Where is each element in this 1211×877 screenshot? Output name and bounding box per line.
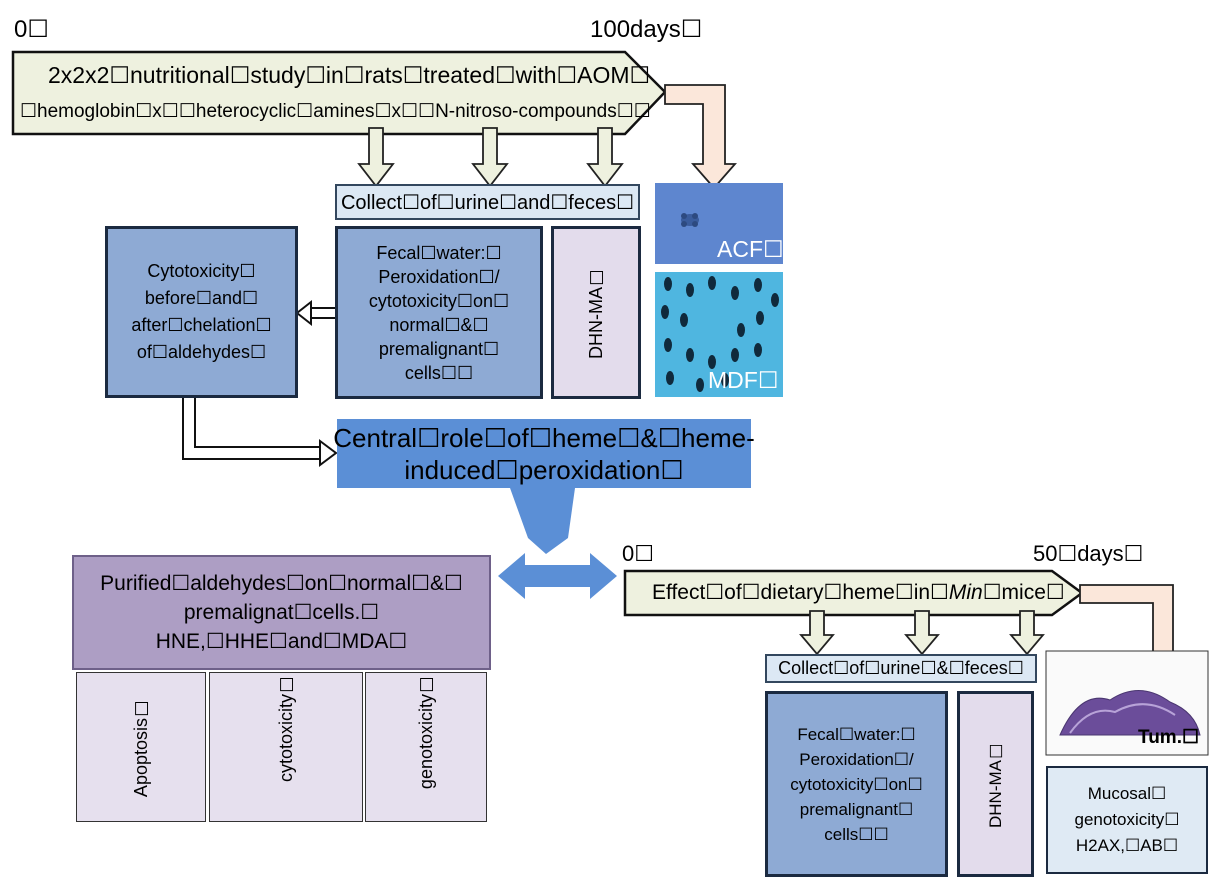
min-study-title: Effect☐of☐dietary☐heme☐in☐Min☐mice☐ bbox=[652, 580, 1065, 605]
min-collect-urine-feces: Collect☐of☐urine☐&☐feces☐ bbox=[765, 654, 1037, 683]
mdf-label: MDF☐ bbox=[708, 367, 779, 393]
min-study-title-pre: Effect☐of☐dietary☐heme☐in☐ bbox=[652, 581, 949, 604]
double-headed-arrow bbox=[498, 553, 617, 599]
cytotoxicity-chelation-box: Cytotoxicity☐ before☐and☐ after☐chelatio… bbox=[105, 226, 298, 398]
min-collect-label: Collect☐of☐urine☐&☐feces☐ bbox=[778, 658, 1024, 678]
purified-aldehydes-box: Purified☐aldehydes☐on☐normal☐&☐ premalig… bbox=[72, 555, 491, 670]
rat-study-end-label: 100days☐ bbox=[590, 16, 703, 43]
down-arrows-top bbox=[357, 127, 624, 188]
left-double-arrow bbox=[295, 299, 338, 327]
assay-apoptosis-box: Apoptosis☐ bbox=[76, 672, 206, 822]
central-role-text: Central☐role☐of☐heme☐&☐heme- induced☐per… bbox=[333, 422, 755, 485]
mucosal-genotoxicity-box: Mucosal☐ genotoxicity☐ H2AX,☐AB☐ bbox=[1046, 766, 1208, 874]
rat-dhn-ma-box: DHN-MA☐ bbox=[551, 226, 641, 399]
acf-image bbox=[655, 183, 783, 264]
rat-collect-urine-feces: Collect☐of☐urine☐and☐feces☐ bbox=[335, 184, 640, 220]
rat-study-title-line2: ☐hemoglobin☐x☐☐heterocyclic☐amines☐x☐☐N-… bbox=[20, 101, 651, 122]
assay-cytotoxicity-text: cytotoxicity☐ bbox=[276, 673, 296, 783]
min-dhn-ma-box: DHN-MA☐ bbox=[957, 691, 1034, 877]
peach-arrow-top bbox=[664, 84, 737, 190]
min-study-title-post: ☐mice☐ bbox=[982, 581, 1065, 604]
central-funnel-arrow bbox=[510, 488, 575, 554]
rat-collect-label: Collect☐of☐urine☐and☐feces☐ bbox=[340, 191, 635, 214]
purified-aldehydes-text: Purified☐aldehydes☐on☐normal☐&☐ premalig… bbox=[100, 572, 463, 653]
acf-label: ACF☐ bbox=[717, 236, 784, 262]
rat-dhn-ma-text: DHN-MA☐ bbox=[586, 266, 606, 359]
min-study-start-label: 0☐ bbox=[622, 541, 654, 566]
assay-genotoxicity-box: genotoxicity☐ bbox=[365, 672, 487, 822]
rat-study-title-line1: 2x2x2☐nutritional☐study☐in☐rats☐treated☐… bbox=[48, 62, 651, 88]
rat-study-arrow-shape bbox=[11, 50, 667, 136]
mucosal-genotoxicity-text: Mucosal☐ genotoxicity☐ H2AX,☐AB☐ bbox=[1074, 784, 1180, 855]
assay-apoptosis-text: Apoptosis☐ bbox=[131, 696, 151, 798]
min-fecal-water-box: Fecal☐water:☐ Peroxidation☐/ cytotoxicit… bbox=[765, 691, 948, 877]
central-role-box: Central☐role☐of☐heme☐&☐heme- induced☐per… bbox=[333, 419, 755, 488]
min-dhn-ma-text: DHN-MA☐ bbox=[985, 740, 1005, 828]
rat-study-start-label: 0☐ bbox=[14, 16, 49, 43]
min-study-end-label: 50☐days☐ bbox=[1033, 541, 1144, 566]
assay-cytotoxicity-box: cytotoxicity☐ bbox=[209, 672, 363, 822]
rat-fecal-water-text: Fecal☐water:☐ Peroxidation☐/ cytotoxicit… bbox=[368, 242, 510, 383]
min-fecal-water-text: Fecal☐water:☐ Peroxidation☐/ cytotoxicit… bbox=[790, 724, 923, 844]
rat-fecal-water-box: Fecal☐water:☐ Peroxidation☐/ cytotoxicit… bbox=[335, 226, 543, 399]
down-arrows-min bbox=[799, 610, 1045, 656]
min-study-arrow-shape bbox=[623, 569, 1085, 617]
tumor-label: Tum.☐ bbox=[1138, 727, 1200, 748]
cytotoxicity-chelation-text: Cytotoxicity☐ before☐and☐ after☐chelatio… bbox=[131, 261, 272, 362]
mdf-image bbox=[655, 272, 783, 397]
min-study-title-italic: Min bbox=[948, 581, 983, 604]
bent-double-arrow bbox=[182, 397, 338, 467]
assay-genotoxicity-text: genotoxicity☐ bbox=[416, 673, 436, 790]
